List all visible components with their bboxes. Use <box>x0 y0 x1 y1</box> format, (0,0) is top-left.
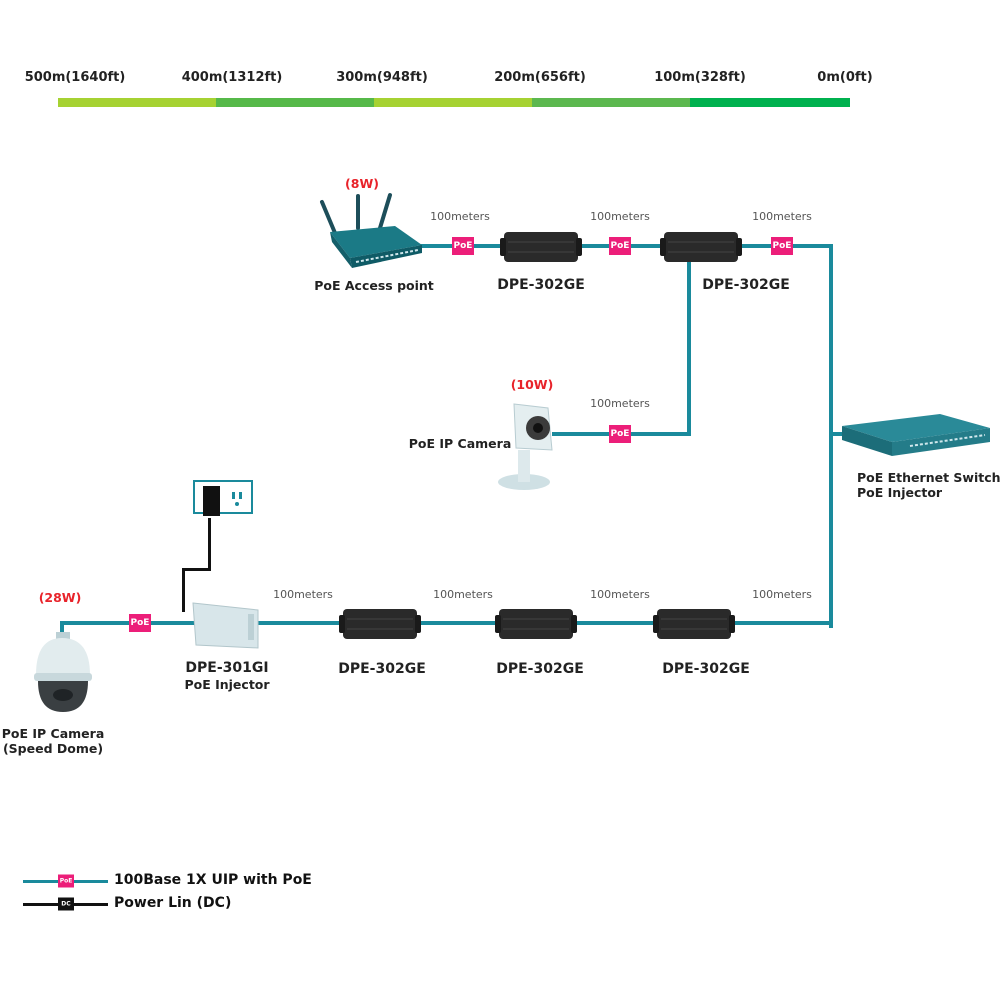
extender-top-1-label: DPE-302GE <box>497 277 585 293</box>
extender-top-2-label: DPE-302GE <box>702 277 790 293</box>
speed-dome-label-line1: PoE IP Camera <box>1 726 105 741</box>
dc-line-1 <box>208 518 211 570</box>
scale-segment-2 <box>216 98 374 107</box>
scale-label-500m: 500m(1640ft) <box>24 70 126 85</box>
legend-poe-badge: PoE <box>58 874 74 888</box>
extender-bottom-2-label: DPE-302GE <box>496 661 584 677</box>
extender-bottom-3-icon <box>653 609 735 639</box>
cable-bottom-row <box>60 621 833 625</box>
ip-camera-icon <box>498 403 553 490</box>
scale-label-0m: 0m(0ft) <box>817 70 873 85</box>
extender-top-1-icon <box>500 232 582 262</box>
distance-label: 100meters <box>752 210 812 223</box>
poe-injector-icon <box>192 602 259 649</box>
extender-bottom-3-label: DPE-302GE <box>662 661 750 677</box>
switch-label: PoE Ethernet Switch/ PoE Injector <box>857 470 1000 500</box>
poe-badge: PoE <box>609 237 631 255</box>
speed-dome-wattage: (28W) <box>38 590 82 605</box>
scale-segment-3 <box>374 98 532 107</box>
dc-line-3 <box>182 568 185 612</box>
scale-segment-5 <box>690 98 850 107</box>
scale-segment-1 <box>58 98 216 107</box>
extender-top-2-icon <box>660 232 742 262</box>
scale-label-400m: 400m(1312ft) <box>181 70 283 85</box>
dc-line-2 <box>182 568 211 571</box>
extender-bottom-2-icon <box>495 609 577 639</box>
access-point-wattage: (8W) <box>345 176 379 191</box>
distance-label: 100meters <box>590 397 650 410</box>
poe-badge: PoE <box>129 614 151 632</box>
distance-label: 100meters <box>273 588 333 601</box>
scale-label-300m: 300m(948ft) <box>336 70 428 85</box>
poe-badge: PoE <box>452 237 474 255</box>
power-outlet-icon <box>193 480 253 516</box>
legend-dc-badge: DC <box>58 897 74 911</box>
speed-dome-label: PoE IP Camera (Speed Dome) <box>2 726 105 756</box>
poe-badge: PoE <box>609 425 631 443</box>
legend-dc-label: Power Lin (DC) <box>114 895 232 911</box>
cable-camera-branch-vertical <box>687 255 691 436</box>
scale-label-200m: 200m(656ft) <box>494 70 586 85</box>
injector-label: DPE-301GI PoE Injector <box>184 660 269 692</box>
distance-label: 100meters <box>433 588 493 601</box>
access-point-label: PoE Access point <box>314 278 434 293</box>
ip-camera-wattage: (10W) <box>510 377 554 392</box>
ip-camera-label: PoE IP Camera <box>408 436 512 451</box>
access-point-icon <box>320 193 422 268</box>
distance-label: 100meters <box>752 588 812 601</box>
legend-poe-label: 100Base 1X UIP with PoE <box>114 872 312 888</box>
extender-bottom-1-icon <box>339 609 421 639</box>
distance-label: 100meters <box>590 588 650 601</box>
poe-switch-icon <box>842 414 990 456</box>
switch-label-line1: PoE Ethernet Switch/ <box>857 470 1000 485</box>
distance-label: 100meters <box>430 210 490 223</box>
cable-dome-drop <box>60 621 64 639</box>
switch-label-line2: PoE Injector <box>857 485 943 500</box>
extender-bottom-1-label: DPE-302GE <box>338 661 426 677</box>
injector-label-line2: PoE Injector <box>184 676 270 692</box>
injector-label-line1: DPE-301GI <box>185 660 269 676</box>
scale-segment-4 <box>532 98 690 107</box>
poe-badge: PoE <box>771 237 793 255</box>
cable-right-vertical <box>829 244 833 628</box>
speed-dome-camera-icon <box>34 632 92 712</box>
distance-label: 100meters <box>590 210 650 223</box>
speed-dome-label-line2: (Speed Dome) <box>2 741 104 756</box>
scale-label-100m: 100m(328ft) <box>654 70 746 85</box>
